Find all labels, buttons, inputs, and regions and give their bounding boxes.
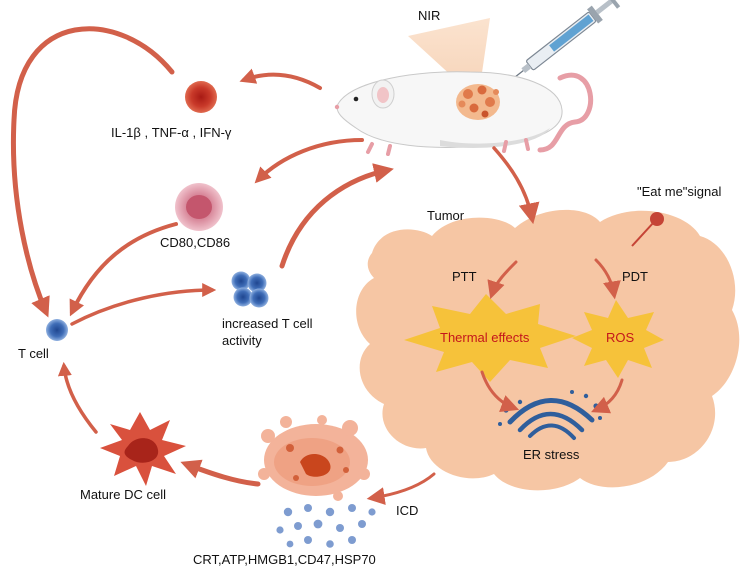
thermal-effects-label: Thermal effects: [440, 330, 530, 345]
icd-label: ICD: [396, 503, 419, 518]
t-cell-icon: [46, 319, 68, 341]
arrow-mouse-to-cytokine: [239, 68, 322, 90]
arrow-tcell-to-cluster: [70, 283, 217, 326]
ptt-label: PTT: [452, 269, 477, 284]
tumor-label: Tumor: [427, 208, 465, 223]
arrow-tumor-to-icd: [366, 472, 436, 505]
arrow-loop-to-tcell: [10, 26, 175, 318]
ros-label: ROS: [606, 330, 635, 345]
dc-nucleus: [124, 438, 159, 463]
arrow-thermal-to-er: [480, 370, 520, 412]
t-cell-label: T cell: [18, 346, 49, 361]
thermal-effects-burst: [404, 294, 576, 382]
mouse-tumor-mass: [456, 84, 500, 120]
cytokine-cell-icon: [185, 81, 217, 113]
arrow-ptt: [487, 260, 518, 300]
eat-me-signal-label: "Eat me"signal: [637, 184, 722, 199]
pdt-label: PDT: [622, 269, 648, 284]
cytokines-label: IL-1β , TNF-α , IFN-γ: [111, 125, 232, 140]
increased-t-cell-line1: increased T cell: [222, 316, 313, 331]
damp-molecules-icon: [276, 504, 376, 548]
arrow-apc-to-tcell: [69, 222, 178, 317]
tumor-blob: [356, 209, 740, 491]
damps-label: CRT,ATP,HMGB1,CD47,HSP70: [193, 552, 376, 567]
arrow-icd-to-dc: [180, 459, 261, 487]
eat-me-pin-line: [631, 221, 655, 247]
arrow-pdt: [594, 258, 621, 300]
increased-t-cell-line2: activity: [222, 333, 262, 348]
eat-me-signal-icon: [650, 212, 664, 226]
arrow-cluster-to-mouse: [279, 163, 394, 269]
arrow-mouse-to-apc: [254, 138, 364, 184]
apc-nucleus: [186, 195, 212, 219]
arrow-ros-to-er: [591, 378, 624, 414]
pathway-arrows: [10, 26, 624, 505]
nir-label: NIR: [418, 8, 441, 23]
mature-dc-cell-label: Mature DC cell: [80, 487, 166, 502]
arrow-dc-to-tcell: [57, 361, 98, 434]
er-stress-label: ER stress: [523, 447, 580, 462]
ros-burst: [572, 300, 664, 378]
mouse-illustration: [334, 71, 594, 156]
arrow-mouse-to-tumor: [492, 146, 540, 225]
t-cell-cluster-icon: [231, 271, 269, 308]
cd80-cd86-label: CD80,CD86: [160, 235, 231, 250]
dying-tumor-cell-icon: [258, 415, 370, 501]
syringe-icon: [499, 0, 621, 90]
